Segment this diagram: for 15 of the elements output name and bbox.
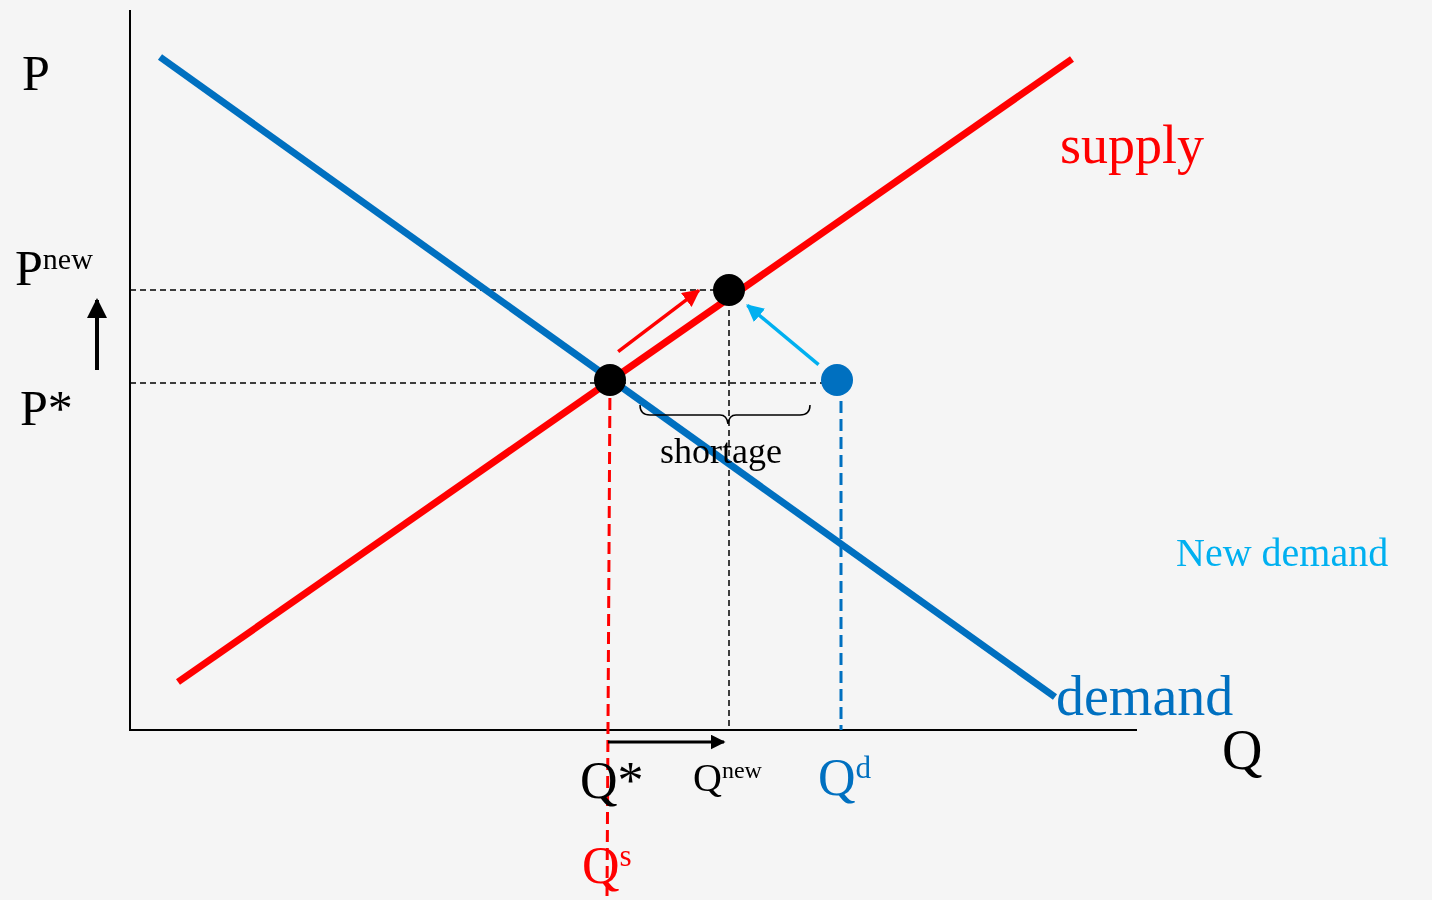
quantity-label: Q$^{s}$	[582, 840, 632, 893]
price-label: P*	[20, 383, 73, 433]
arrow	[617, 289, 701, 353]
point	[821, 364, 853, 396]
quantity-label: Q$^{d}$	[818, 752, 872, 805]
axis-label: Q	[1222, 722, 1263, 778]
equilibrium-point	[713, 274, 745, 306]
arrow	[746, 304, 820, 366]
curve-label: New demand	[1176, 533, 1389, 573]
axis-label: P	[22, 48, 50, 98]
curve-label: demand	[1056, 668, 1234, 724]
quantity-label: Q*	[580, 755, 644, 807]
point	[594, 364, 626, 396]
price-label: P$^{new}$	[15, 243, 93, 293]
quantity-label: Q$^{new}$	[693, 758, 762, 799]
